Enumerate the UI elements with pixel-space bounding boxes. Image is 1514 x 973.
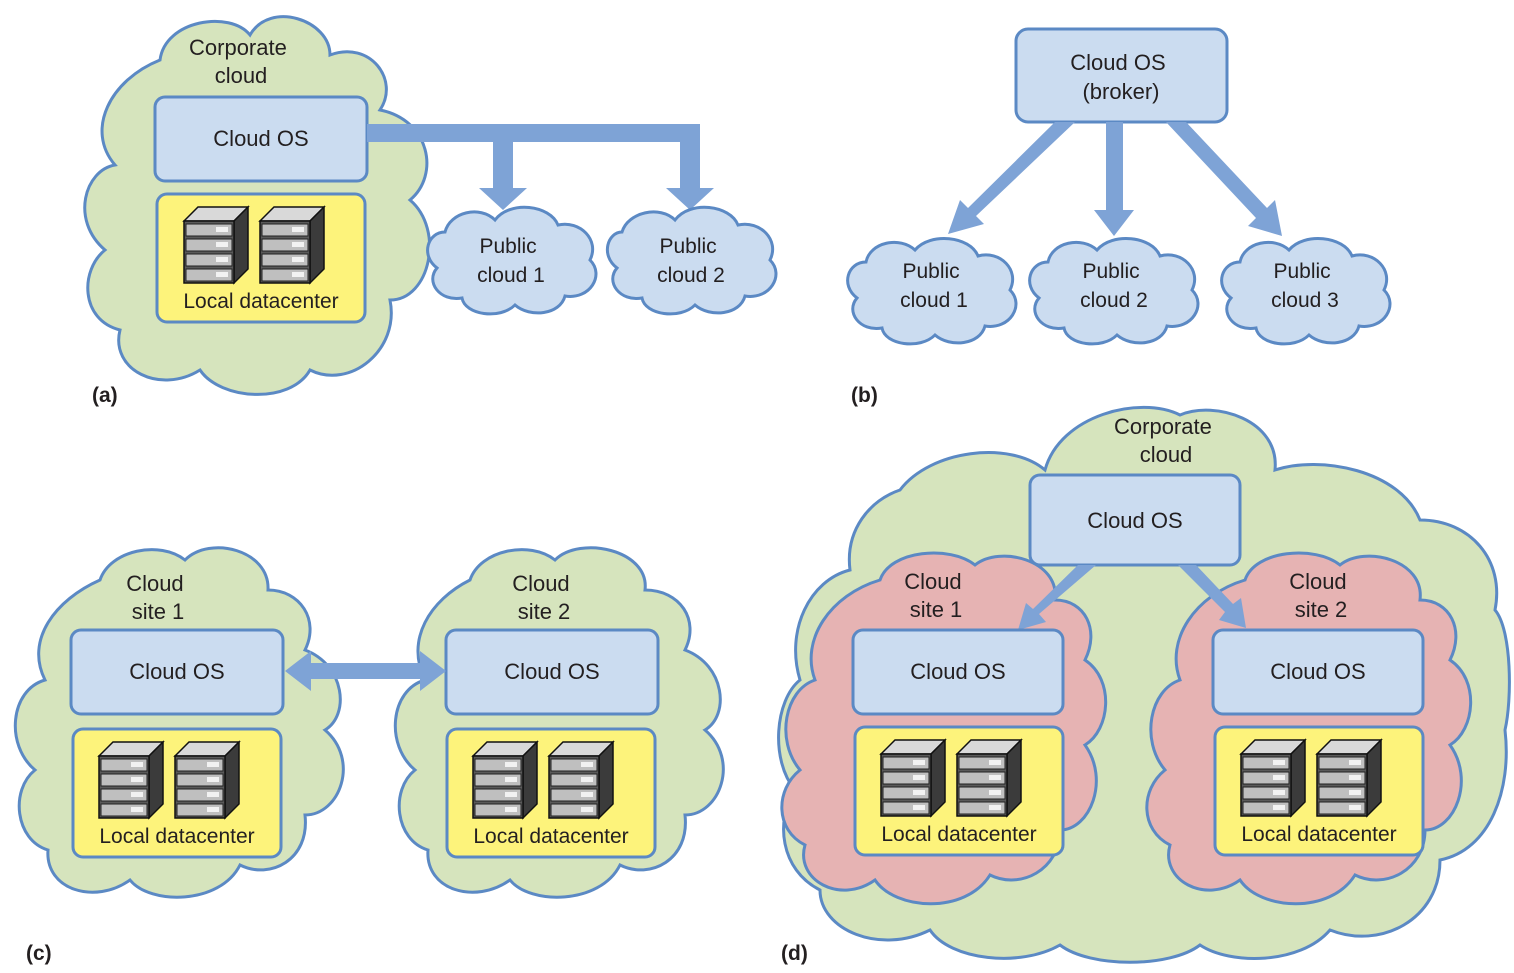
server-rack-icon xyxy=(880,739,946,817)
cloud-os-label: Cloud OS xyxy=(1270,659,1365,684)
panel-d: Corporate cloud Cloud site 1 Cloud site … xyxy=(777,406,1511,965)
panel-c: Cloud site 1 Cloud site 2 Cloud OS Cloud… xyxy=(13,546,725,965)
server-rack-icon xyxy=(472,741,538,819)
corporate-cloud-label: Corporate cloud xyxy=(189,35,293,88)
panel-b: Cloud OS (broker) Public cloud 1 Public … xyxy=(846,27,1392,407)
cloud-os-box xyxy=(1028,473,1242,567)
server-rack-icon xyxy=(174,741,240,819)
cloud-os-label: Cloud OS xyxy=(504,659,599,684)
public-cloud-2-shape xyxy=(605,205,778,316)
cloud-os-box xyxy=(444,628,660,716)
server-rack-icon xyxy=(1240,739,1306,817)
cloud-site-1-label: Cloud site 1 xyxy=(904,569,968,622)
server-rack-icon xyxy=(259,206,325,284)
server-rack-icon xyxy=(98,741,164,819)
cloud-site-1-label: Cloud site 1 xyxy=(126,571,190,624)
server-rack-icon xyxy=(956,739,1022,817)
panel-c-tag: (c) xyxy=(26,942,52,965)
server-rack-icon xyxy=(1316,739,1382,817)
server-rack-icon xyxy=(183,206,249,284)
connector-arrow xyxy=(1166,122,1282,236)
cloud-os-broker-label: Cloud OS (broker) xyxy=(1070,50,1172,104)
cloud-os-label: Cloud OS xyxy=(129,659,224,684)
public-cloud-1-label: Public cloud 1 xyxy=(477,235,545,287)
panel-b-tag: (b) xyxy=(851,384,878,407)
panel-a: Corporate cloud Cloud OS Local datacente… xyxy=(83,15,778,407)
public-cloud-2-label: Public cloud 2 xyxy=(1080,260,1148,312)
public-cloud-1-label: Public cloud 1 xyxy=(900,260,968,312)
connector-arrow xyxy=(1094,122,1134,236)
cloud-os-box xyxy=(69,628,285,716)
cloud-os-box xyxy=(1211,628,1425,716)
public-cloud-3-shape xyxy=(1220,237,1392,346)
panel-a-tag: (a) xyxy=(92,384,118,407)
cloud-os-label: Cloud OS xyxy=(213,126,308,151)
local-datacenter-label: Local datacenter xyxy=(473,825,628,848)
cloud-os-broker-box xyxy=(1014,27,1229,124)
connector-arrow xyxy=(948,122,1075,234)
cloud-os-label: Cloud OS xyxy=(910,659,1005,684)
connector-arrow xyxy=(367,124,714,210)
public-cloud-1-shape xyxy=(846,237,1018,346)
public-cloud-3-label: Public cloud 3 xyxy=(1271,260,1339,312)
public-cloud-1-shape xyxy=(426,205,598,316)
public-cloud-2-label: Public cloud 2 xyxy=(657,235,725,287)
local-datacenter-label: Local datacenter xyxy=(881,823,1036,846)
local-datacenter-label: Local datacenter xyxy=(1241,823,1396,846)
public-cloud-2-shape xyxy=(1028,237,1200,346)
cloud-os-box xyxy=(851,628,1065,716)
local-datacenter-label: Local datacenter xyxy=(99,825,254,848)
panel-d-tag: (d) xyxy=(781,942,808,965)
connector-arrow xyxy=(1018,565,1096,630)
cloud-site-2-label: Cloud site 2 xyxy=(1289,569,1353,622)
corporate-cloud-label: Corporate cloud xyxy=(1114,414,1218,467)
connector-arrow xyxy=(1178,565,1246,628)
local-datacenter-label: Local datacenter xyxy=(183,290,338,313)
bidirectional-arrow xyxy=(285,651,446,691)
cloud-os-label: Cloud OS xyxy=(1087,508,1182,533)
cloud-site-2-label: Cloud site 2 xyxy=(512,571,576,624)
server-rack-icon xyxy=(548,741,614,819)
